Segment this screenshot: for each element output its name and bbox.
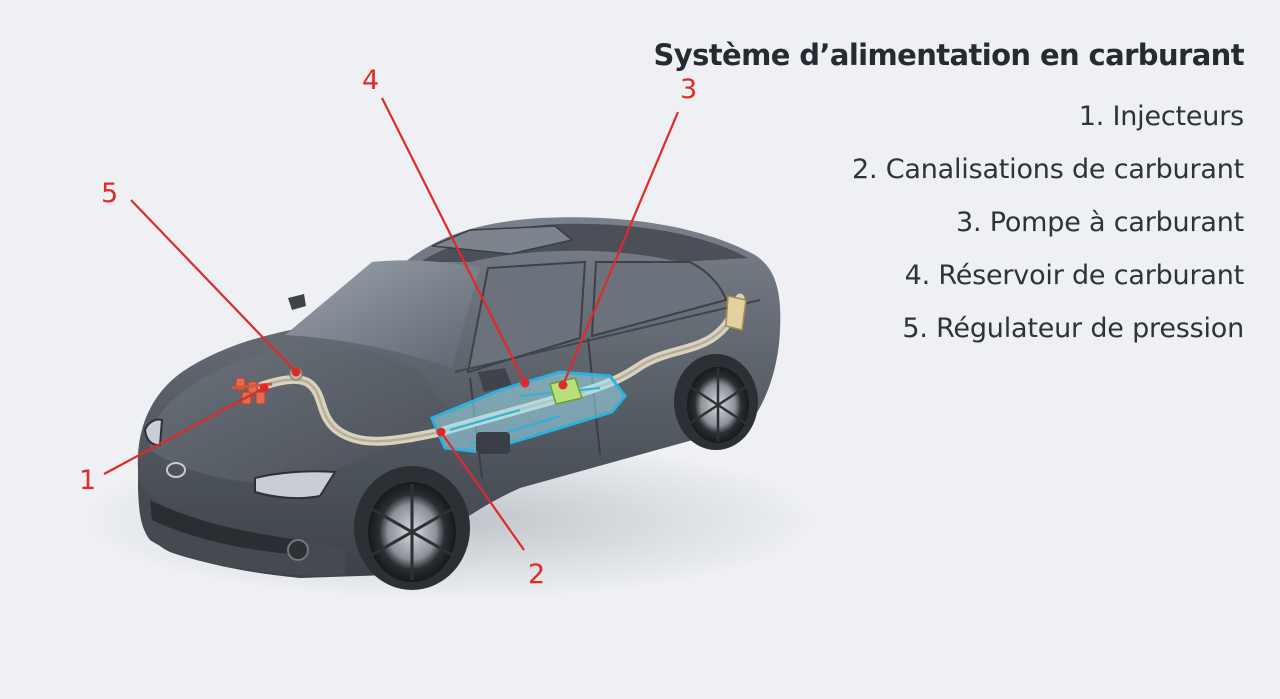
car-front-side-window <box>466 260 587 374</box>
callout-line-1 <box>103 387 265 475</box>
callout-dot-5 <box>291 367 301 377</box>
legend-title: Système d’alimentation en carburant <box>653 38 1245 72</box>
legend-item-reservoir: 4. Réservoir de carburant <box>904 260 1245 291</box>
fuel-pump <box>549 377 583 405</box>
legend-item-regulateur: 5. Régulateur de pression <box>902 313 1244 344</box>
callout-line-4 <box>381 97 526 384</box>
callout-line-5 <box>130 199 297 373</box>
car-rear-side-window <box>590 261 728 338</box>
callout-number-3: 3 <box>680 74 697 105</box>
fuel-system-overlay <box>231 293 747 454</box>
car-mirror <box>478 368 512 392</box>
car-mirror-left <box>288 294 306 310</box>
callout-number-5: 5 <box>101 178 118 209</box>
callout-lines <box>103 97 680 551</box>
fuel-filler-neck <box>725 295 747 331</box>
evap-canister <box>476 432 510 454</box>
callout-dot-2 <box>436 427 446 437</box>
car-wheel-front-spokes <box>369 484 455 580</box>
car-headlight-right <box>254 470 337 500</box>
callout-dot-1 <box>259 383 269 393</box>
legend-item-canalisations: 2. Canalisations de carburant <box>851 154 1244 185</box>
callout-line-3 <box>561 111 680 386</box>
car-fog-light <box>287 539 309 561</box>
callout-dots <box>259 367 568 437</box>
legend: Système d’alimentation en carburant 1. I… <box>653 38 1245 355</box>
callout-number-2: 2 <box>528 559 545 590</box>
car-wheel-rear-spokes <box>688 368 748 442</box>
car-beltline <box>454 299 761 373</box>
callout-number-1: 1 <box>79 465 96 496</box>
car-sunroof <box>431 225 574 255</box>
callout-number-4: 4 <box>362 65 379 96</box>
callout-dot-3 <box>558 380 568 390</box>
car-emblem <box>166 462 186 478</box>
callout-line-2 <box>440 431 525 551</box>
car-headlight-left <box>143 418 164 447</box>
legend-list: 1. Injecteurs 2. Canalisations de carbur… <box>654 90 1244 355</box>
callout-dot-4 <box>520 378 530 388</box>
car-hood <box>150 343 448 483</box>
legend-item-injecteurs: 1. Injecteurs <box>1078 101 1244 132</box>
car-grille <box>150 500 300 555</box>
car-windshield <box>285 260 480 368</box>
legend-item-pompe: 3. Pompe à carburant <box>955 207 1244 238</box>
car-illustration <box>137 217 781 590</box>
